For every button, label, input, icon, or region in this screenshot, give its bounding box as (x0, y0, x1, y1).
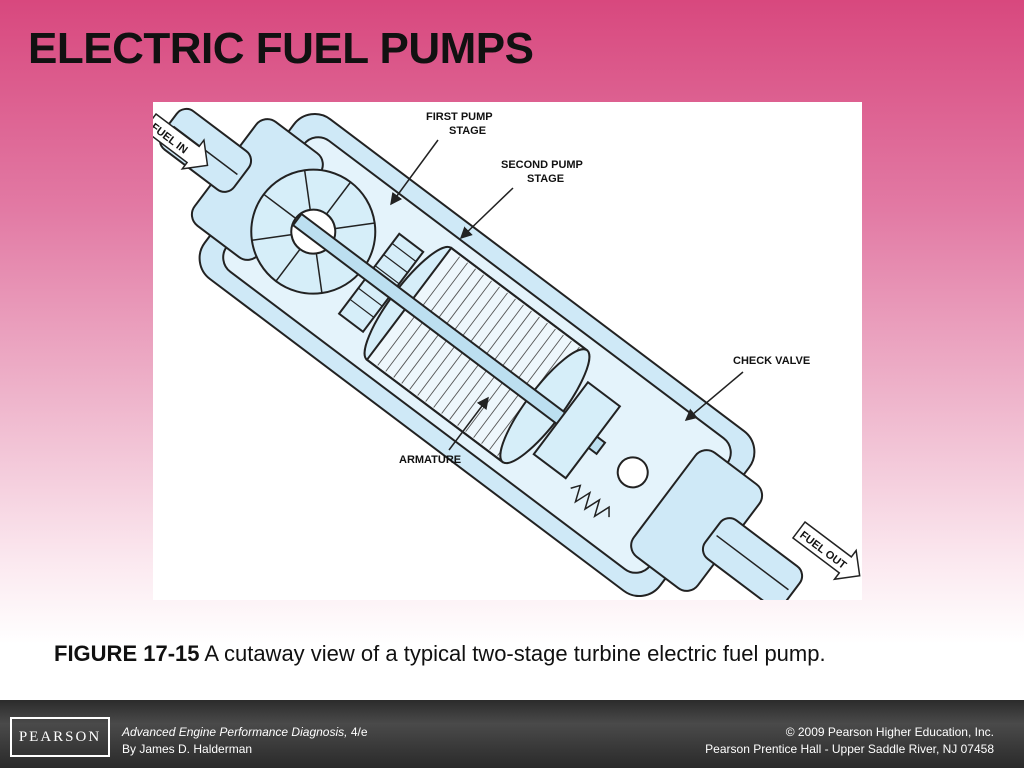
check-valve-label: CHECK VALVE (733, 355, 810, 367)
check-valve-ball (616, 456, 649, 489)
second-pump-stage-label: SECOND PUMP (501, 159, 583, 171)
publisher-address: Pearson Prentice Hall - Upper Saddle Riv… (705, 742, 994, 756)
pearson-logo-text: PEARSON (18, 728, 102, 745)
first-pump-stage-label: FIRST PUMP (426, 111, 493, 123)
copyright-notice: © 2009 Pearson Higher Education, Inc. (785, 725, 994, 739)
pump-shaft (291, 212, 607, 456)
pearson-logo: PEARSON (10, 717, 110, 757)
figure-illustration: FUEL IN FUEL OUT FIRST PUMP STAGE SECOND… (153, 102, 862, 600)
book-title: Advanced Engine Performance Diagnosis, (122, 725, 348, 739)
book-edition: 4/e (350, 725, 368, 739)
commutator (532, 380, 622, 480)
slide-background: ELECTRIC FUEL PUMPS (0, 0, 1024, 700)
footer-book-info: Advanced Engine Performance Diagnosis, 4… (122, 724, 368, 758)
figure-caption: FIGURE 17-15 A cutaway view of a typical… (54, 641, 826, 667)
first-pump-stage-pointer (390, 139, 439, 206)
book-author: By James D. Halderman (122, 742, 253, 756)
second-pump-stage-label-line2: STAGE (527, 173, 564, 185)
armature-pointer (448, 396, 489, 451)
fuel-pump-cutaway-diagram: FUEL IN FUEL OUT FIRST PUMP STAGE SECOND… (153, 107, 861, 600)
footer-publisher-info: © 2009 Pearson Higher Education, Inc. Pe… (705, 724, 994, 758)
armature-label: ARMATURE (399, 454, 461, 466)
second-pump-stage-pointer (459, 187, 514, 240)
slide-title: ELECTRIC FUEL PUMPS (28, 24, 534, 73)
first-pump-stage-label-line2: STAGE (449, 125, 486, 137)
footer-bar: PEARSON Advanced Engine Performance Diag… (0, 700, 1024, 768)
figure-caption-text: A cutaway view of a typical two-stage tu… (204, 641, 826, 666)
check-valve-pointer (684, 371, 744, 421)
figure-number: FIGURE 17-15 (54, 641, 200, 666)
relief-spring (570, 484, 610, 518)
